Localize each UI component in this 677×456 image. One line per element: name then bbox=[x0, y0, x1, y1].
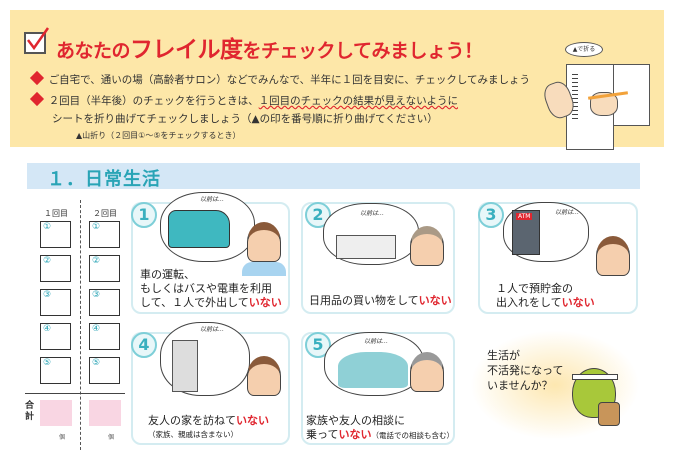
elderly-man-face bbox=[247, 356, 281, 396]
car-illustration bbox=[168, 210, 230, 248]
check-box-2-4[interactable]: ④ bbox=[89, 323, 120, 350]
fold-line bbox=[80, 200, 81, 450]
bullet-2: ２回目（半年後）のチェックを行うときは、１回目のチェックの結果が見えないように bbox=[29, 91, 458, 108]
item-number: ① bbox=[92, 222, 101, 232]
item-number: ② bbox=[43, 256, 52, 266]
card-3-number: 3 bbox=[478, 202, 504, 228]
check-box-1-4[interactable]: ④ bbox=[40, 323, 71, 350]
checklist-icon bbox=[572, 72, 578, 120]
basket-icon bbox=[598, 402, 620, 426]
page-title: あなたのフレイル度をチェックしてみましょう！ bbox=[56, 37, 483, 63]
fold-note: ▲山折り（２回目①～⑤をチェックするとき） bbox=[76, 131, 241, 140]
elderly-man-face bbox=[247, 222, 281, 262]
elderly-woman-face bbox=[410, 352, 444, 392]
diamond-bullet-icon bbox=[29, 70, 45, 86]
column-2-label: ２回目 bbox=[93, 209, 117, 218]
total-label: 合計 bbox=[25, 401, 35, 422]
section-header: １．日常生活 bbox=[27, 163, 640, 190]
intro-panel bbox=[10, 10, 664, 147]
thought-text: 以前は… bbox=[200, 326, 225, 333]
diamond-bullet-icon bbox=[29, 91, 45, 107]
thought-text: 以前は… bbox=[200, 196, 225, 203]
item-number: ① bbox=[43, 222, 52, 232]
card-1-number: 1 bbox=[131, 202, 157, 228]
check-box-2-2[interactable]: ② bbox=[89, 255, 120, 282]
check-box-1-3[interactable]: ③ bbox=[40, 289, 71, 316]
item-number: ② bbox=[92, 256, 101, 266]
bullet-1: ご自宅で、通いの場（高齢者サロン）などでみんなで、半年に１回を目安に、チェックし… bbox=[29, 70, 530, 87]
total-2-field[interactable] bbox=[89, 400, 121, 426]
bullet-2-cont: シートを折り曲げてチェックしましょう（▲の印を番号順に折り曲げてください） bbox=[52, 113, 438, 125]
atm-illustration: ATM bbox=[512, 210, 540, 255]
thought-text: 以前は… bbox=[555, 209, 580, 216]
family-illustration bbox=[338, 352, 408, 388]
thought-text: 以前は… bbox=[360, 210, 385, 217]
shop-counter-illustration bbox=[336, 235, 396, 259]
check-box-1-2[interactable]: ② bbox=[40, 255, 71, 282]
thought-text: 以前は… bbox=[364, 338, 389, 345]
atm-label: ATM bbox=[516, 213, 533, 220]
card-1-text: 車の運転、もしくはバスや電車を利用して、１人で外出していない bbox=[140, 268, 282, 309]
card-3-text: １人で預貯金の出入れをしていない bbox=[496, 282, 595, 309]
item-number: ⑤ bbox=[92, 358, 101, 368]
elderly-woman-face bbox=[410, 226, 444, 266]
check-box-2-5[interactable]: ⑤ bbox=[89, 357, 120, 384]
item-number: ③ bbox=[92, 290, 101, 300]
total-divider bbox=[25, 393, 125, 394]
unit-2: 個 bbox=[108, 434, 115, 441]
card-4-number: 4 bbox=[131, 332, 157, 358]
unit-1: 個 bbox=[59, 434, 66, 441]
column-1-label: １回目 bbox=[44, 209, 68, 218]
checkbox-icon bbox=[24, 27, 50, 54]
item-number: ④ bbox=[43, 324, 52, 334]
check-box-1-5[interactable]: ⑤ bbox=[40, 357, 71, 384]
headband bbox=[572, 374, 618, 380]
card-5-text: 家族や友人の相談に乗っていない（電話での相談も含む） bbox=[306, 414, 454, 441]
mascot-text: 生活が不活発になっていませんか？ bbox=[487, 349, 564, 392]
fold-bubble: ▲で折る bbox=[565, 42, 603, 57]
check-box-2-1[interactable]: ① bbox=[89, 221, 120, 248]
item-number: ⑤ bbox=[43, 358, 52, 368]
check-box-2-3[interactable]: ③ bbox=[89, 289, 120, 316]
shirt bbox=[242, 262, 286, 276]
card-4-text: 友人の家を訪ねていない（家族、親戚は含まない） bbox=[148, 414, 269, 439]
item-number: ③ bbox=[43, 290, 52, 300]
check-box-1-1[interactable]: ① bbox=[40, 221, 71, 248]
card-2-text: 日用品の買い物をしていない bbox=[309, 294, 452, 307]
elderly-man-face bbox=[596, 236, 630, 276]
item-number: ④ bbox=[92, 324, 101, 334]
door-illustration bbox=[172, 340, 198, 392]
total-1-field[interactable] bbox=[40, 400, 72, 426]
